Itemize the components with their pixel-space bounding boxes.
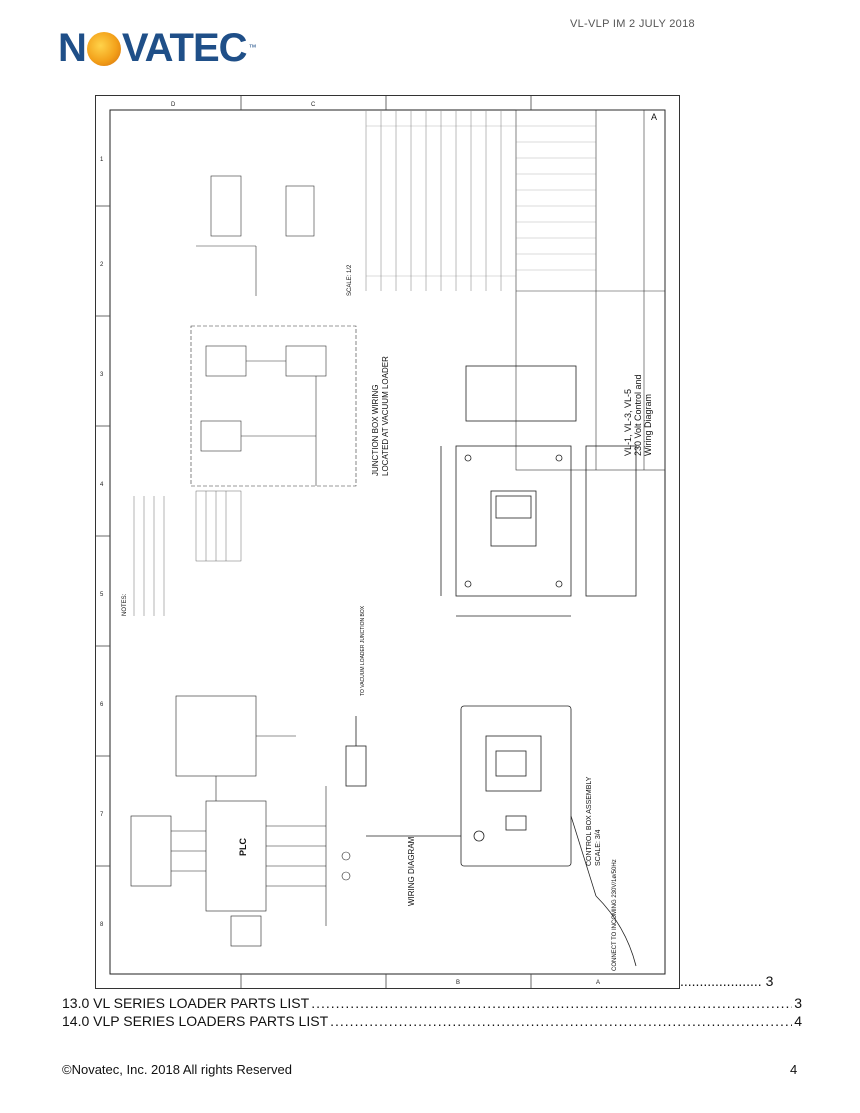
toc-entry-page: 4 bbox=[794, 1013, 802, 1029]
toc-leader-dots bbox=[311, 994, 792, 1012]
novatec-logo: N VATEC ™ bbox=[58, 24, 298, 72]
scale-half-label: SCALE: 1/2 bbox=[347, 264, 353, 296]
toc-partial-page: 3 bbox=[765, 973, 774, 989]
row-label-4: 4 bbox=[100, 482, 104, 488]
toc-entry-label: 14.0 VLP SERIES LOADERS PARTS LIST bbox=[62, 1013, 329, 1029]
row-label-3: 3 bbox=[100, 372, 104, 378]
title-block-line3: Wiring Diagram bbox=[643, 394, 653, 456]
logo-sun-icon bbox=[86, 32, 121, 66]
document-code: VL-VLP IM 2 JULY 2018 bbox=[570, 18, 695, 30]
toc-entry-14[interactable]: 14.0 VLP SERIES LOADERS PARTS LIST 4 bbox=[62, 1012, 802, 1030]
col-label-b: B bbox=[456, 980, 460, 986]
toc-partial-dots: ..................... bbox=[680, 973, 762, 989]
logo-text-right: VATEC bbox=[121, 26, 248, 70]
wiring-diagram-title: WIRING DIAGRAM bbox=[407, 836, 416, 906]
revision-letter: A bbox=[651, 112, 657, 122]
notes-heading: NOTES: bbox=[122, 593, 128, 616]
row-label-2: 2 bbox=[100, 262, 104, 268]
row-label-1: 1 bbox=[100, 157, 104, 163]
row-label-8: 8 bbox=[100, 922, 104, 928]
toc-entry-13[interactable]: 13.0 VL SERIES LOADER PARTS LIST 3 bbox=[62, 994, 802, 1012]
plc-label: PLC bbox=[238, 837, 248, 856]
logo-trademark: ™ bbox=[248, 43, 257, 52]
footer-page-number: 4 bbox=[790, 1062, 798, 1077]
junction-box-subtitle: LOCATED AT VACUUM LOADER bbox=[381, 356, 390, 476]
to-junction-label: TO VACUUM LOADER JUNCTION BOX bbox=[360, 605, 366, 696]
toc-entry-page: 3 bbox=[794, 995, 802, 1011]
toc-entry-label: 13.0 VL SERIES LOADER PARTS LIST bbox=[62, 995, 310, 1011]
col-label-d: D bbox=[171, 102, 176, 108]
row-label-6: 6 bbox=[100, 702, 104, 708]
toc-leader-dots bbox=[330, 1012, 792, 1030]
row-label-7: 7 bbox=[100, 812, 104, 818]
connect-incoming-label: CONNECT TO INCOMING 230V/1ø/50Hz bbox=[612, 859, 618, 971]
col-label-a: A bbox=[596, 980, 600, 986]
control-box-title: CONTROL BOX ASSEMBLY bbox=[586, 776, 593, 866]
wiring-diagram-drawing: 1 2 3 4 5 6 7 8 D C B A bbox=[95, 95, 680, 989]
logo-text-left: N bbox=[58, 26, 87, 70]
row-label-5: 5 bbox=[100, 592, 104, 598]
footer-copyright: ©Novatec, Inc. 2018 All rights Reserved bbox=[62, 1062, 292, 1077]
title-block-line2: 230 Volt Control and bbox=[633, 374, 643, 456]
col-label-c: C bbox=[311, 102, 316, 108]
title-block-line1: VL-1, VL-3, VL-5 bbox=[623, 389, 633, 456]
junction-box-title: JUNCTION BOX WIRING bbox=[371, 384, 380, 476]
control-box-scale: SCALE: 3/4 bbox=[595, 829, 602, 866]
toc-partial-entry: ..................... 3 bbox=[680, 973, 773, 989]
